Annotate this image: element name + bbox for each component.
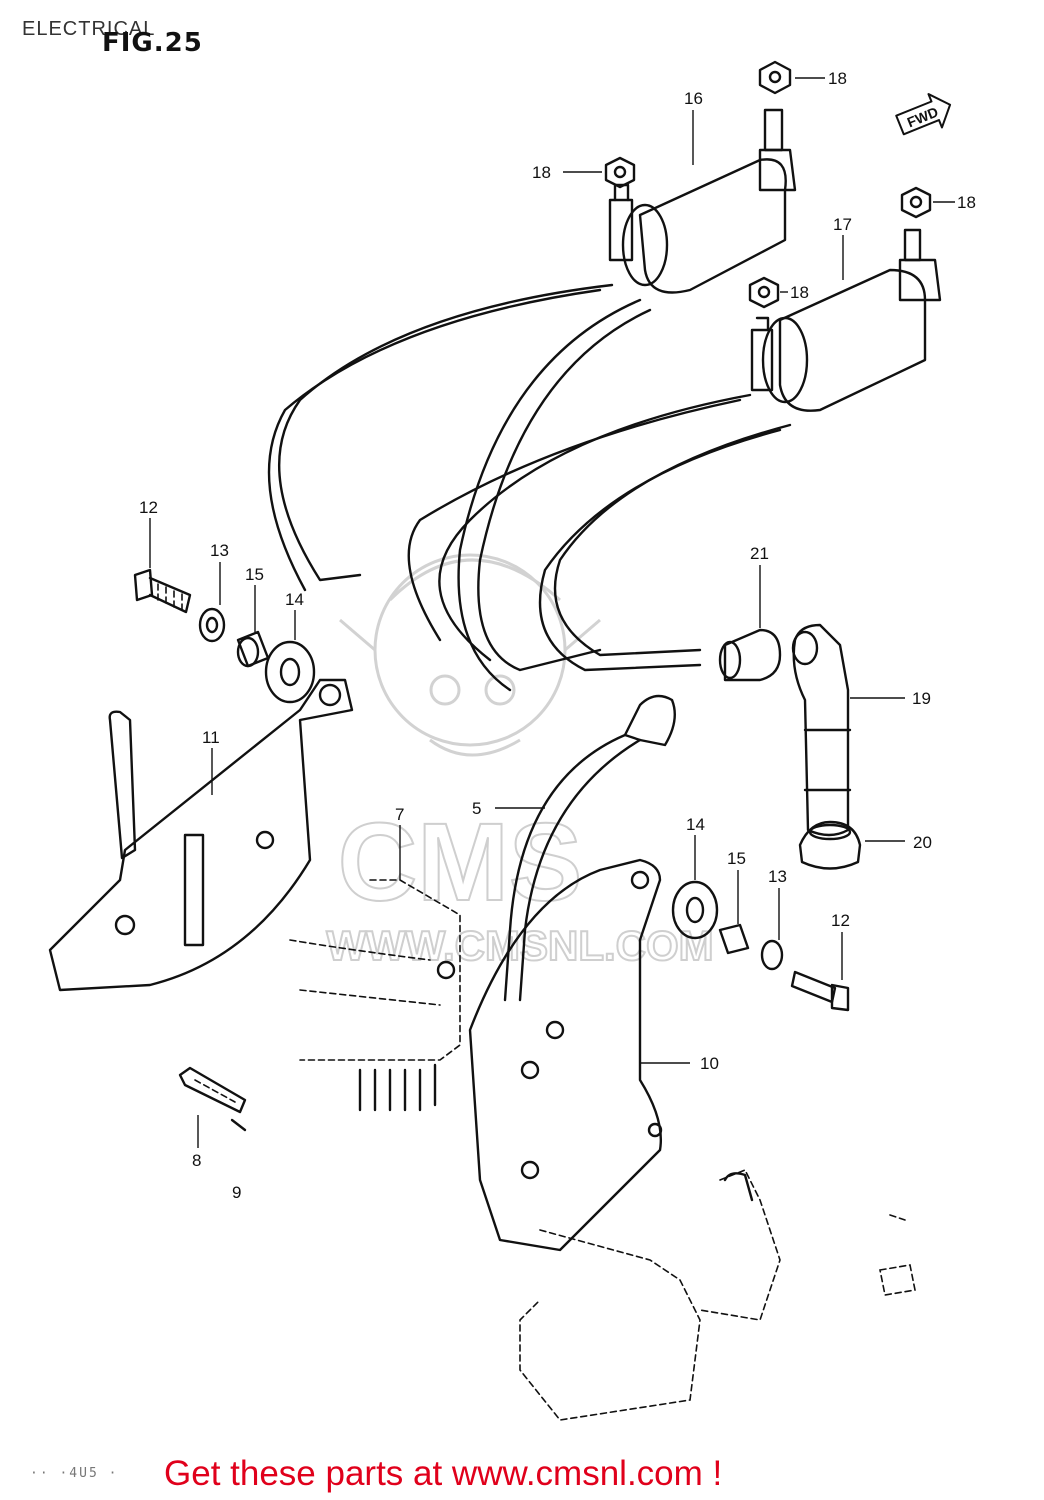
nut-18-top-right [758,60,792,95]
plug-cap-19 [791,623,852,837]
callout-19: 19 [912,689,931,708]
nut-18-right [900,186,932,219]
nut-18-left [604,156,636,189]
collar-15-right [718,923,750,955]
collar-15-left [236,630,270,668]
figure-label: FIG.25 [102,28,203,58]
callout-13-right: 13 [768,867,787,886]
bolt-8 [178,1066,247,1132]
callout-7: 7 [395,805,404,824]
callout-12-right: 12 [831,911,850,930]
ignition-coil-17 [750,228,942,412]
callout-18-middle: 18 [790,283,809,302]
lower-frame [519,1168,916,1421]
callout-8: 8 [192,1151,201,1170]
callout-10: 10 [700,1054,719,1073]
forward-arrow-icon [895,93,952,136]
leader-lines [149,77,955,1148]
footer-link[interactable]: Get these parts at www.cmsnl.com ! [164,1454,723,1493]
washer-13-right [760,939,784,971]
callout-9: 9 [232,1183,241,1202]
callout-16: 16 [684,89,703,108]
callout-15-left: 15 [245,565,264,584]
page-title: ELECTRICAL [22,18,156,40]
seal-20 [798,820,862,870]
cap-21 [718,628,782,682]
cushion-14-right [671,880,719,940]
watermark: CMS WWW.CMSNL.COM [325,553,715,970]
callout-18-right: 18 [957,193,976,212]
cms-mascot-watermark-icon [339,553,601,757]
callout-11: 11 [202,728,220,747]
watermark-url: WWW.CMSNL.COM [326,922,713,969]
nut-18-middle [748,276,780,309]
bolt-12-left [133,568,192,614]
lead-wire-5 [503,694,676,1002]
callout-20: 20 [913,833,932,852]
washer-13-left [198,607,226,643]
high-tension-leads [267,283,792,692]
ignition-coil-16 [608,108,797,294]
callout-12-left: 12 [139,498,158,517]
callout-18-top: 18 [828,69,847,88]
callout-15-right: 15 [727,849,746,868]
fwd-indicator: FWD [895,93,952,136]
cushion-14-left [264,640,316,704]
callout-21: 21 [750,544,769,563]
callout-14-right: 14 [686,815,705,834]
bracket-10 [468,858,663,1252]
callout-14-left: 14 [285,590,304,609]
watermark-brand: CMS [338,801,582,924]
callout-13-left: 13 [210,541,229,560]
callout-17: 17 [833,215,852,234]
callout-5: 5 [472,799,481,818]
bolt-12-right [790,970,850,1012]
bracket-11 [48,678,354,992]
igniter-unit-7 [289,879,461,1112]
callouts: 16 18 18 18 18 17 12 13 15 14 11 21 19 2… [139,69,976,1202]
footer-code: ·· ·4U5 · [30,1466,119,1481]
callout-18-left: 18 [532,163,551,182]
